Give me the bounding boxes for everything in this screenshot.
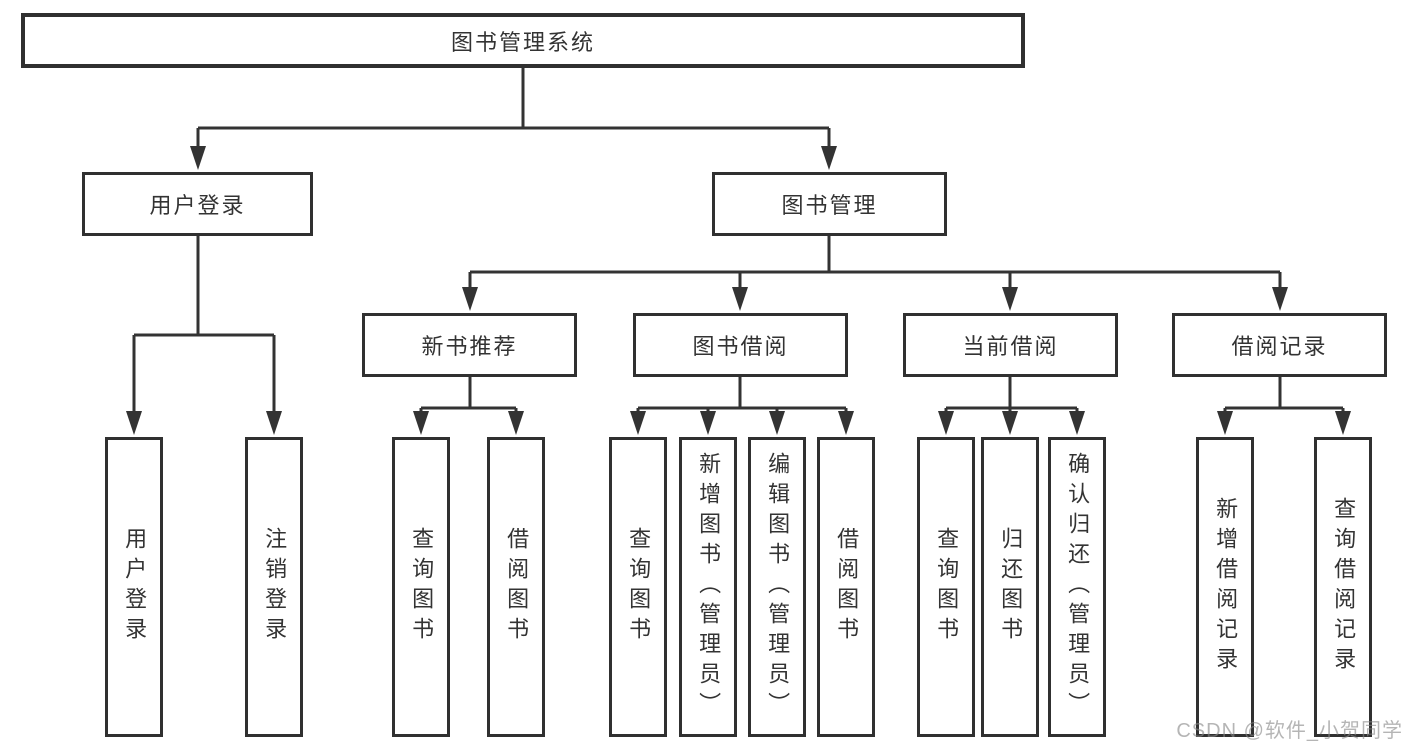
- node-current-borrowing-label: 当前借阅: [962, 334, 1059, 359]
- node-book-borrowing: 图书借阅: [633, 313, 848, 377]
- leaf-borrow-books-borrowing: 借阅图书: [817, 437, 875, 737]
- node-book-borrowing-label: 图书借阅: [692, 334, 789, 359]
- arrowhead-to-book-borrowing: [732, 287, 748, 311]
- arrowhead-to-return-books: [1002, 411, 1018, 435]
- arrowhead-to-query-borrow-record: [1335, 411, 1351, 435]
- leaf-edit-books-admin-label: 编辑图书（管理员）: [765, 452, 791, 722]
- connector-borrowing-records-split: [1223, 377, 1345, 413]
- arrowhead-to-query-books-3: [938, 411, 954, 435]
- leaf-add-books-admin: 新增图书（管理员）: [679, 437, 737, 737]
- leaf-query-books-borrowing-label: 查询图书: [626, 527, 652, 647]
- arrowhead-to-add-books: [700, 411, 716, 435]
- connector-login-split: [132, 236, 276, 412]
- arrowhead-to-borrow-books-1: [508, 411, 524, 435]
- arrowhead-to-confirm-return: [1069, 411, 1085, 435]
- leaf-return-books-label: 归还图书: [998, 527, 1024, 647]
- leaf-logout: 注销登录: [245, 437, 303, 737]
- arrowhead-to-leaf-user-login: [126, 411, 142, 435]
- leaf-borrow-books-recommend: 借阅图书: [487, 437, 545, 737]
- leaf-add-borrow-record: 新增借阅记录: [1196, 437, 1254, 737]
- leaf-return-books: 归还图书: [981, 437, 1039, 737]
- arrowhead-to-borrowing-records: [1272, 287, 1288, 311]
- connector-new-book-split: [419, 377, 518, 413]
- watermark: CSDN @软件_小贺同学: [1176, 720, 1403, 742]
- node-library-system: 图书管理系统: [21, 13, 1025, 68]
- leaf-query-books-borrowing: 查询图书: [609, 437, 667, 737]
- arrowhead-to-edit-books: [769, 411, 785, 435]
- node-current-borrowing: 当前借阅: [903, 313, 1118, 377]
- node-user-login-label: 用户登录: [149, 193, 246, 218]
- leaf-user-login: 用户登录: [105, 437, 163, 737]
- node-book-management-label: 图书管理: [781, 193, 878, 218]
- leaf-confirm-return-admin-label: 确认归还（管理员）: [1065, 452, 1091, 722]
- leaf-query-borrow-record: 查询借阅记录: [1314, 437, 1372, 737]
- connector-management-split: [468, 236, 1282, 289]
- connector-current-borrowing-split: [944, 377, 1079, 413]
- leaf-logout-label: 注销登录: [262, 527, 288, 647]
- arrowhead-to-user-login: [190, 146, 206, 170]
- node-user-login: 用户登录: [82, 172, 313, 236]
- node-borrowing-records: 借阅记录: [1172, 313, 1387, 377]
- arrowhead-to-query-books-1: [413, 411, 429, 435]
- leaf-query-books-recommend: 查询图书: [392, 437, 450, 737]
- arrowhead-to-add-borrow-record: [1217, 411, 1233, 435]
- arrowhead-to-book-management: [821, 146, 837, 170]
- leaf-user-login-label: 用户登录: [122, 527, 148, 647]
- leaf-query-books-current-label: 查询图书: [934, 527, 960, 647]
- leaf-borrow-books-recommend-label: 借阅图书: [504, 527, 530, 647]
- leaf-borrow-books-borrowing-label: 借阅图书: [834, 527, 860, 647]
- arrowhead-to-query-books-2: [630, 411, 646, 435]
- connector-book-borrowing-split: [636, 377, 848, 413]
- node-new-book-recommendation-label: 新书推荐: [421, 334, 518, 359]
- leaf-edit-books-admin: 编辑图书（管理员）: [748, 437, 806, 737]
- leaf-add-books-admin-label: 新增图书（管理员）: [696, 452, 722, 722]
- leaf-query-books-recommend-label: 查询图书: [409, 527, 435, 647]
- connector-root-split: [196, 68, 831, 147]
- leaf-add-borrow-record-label: 新增借阅记录: [1213, 497, 1239, 677]
- arrowhead-to-current-borrowing: [1002, 287, 1018, 311]
- leaf-confirm-return-admin: 确认归还（管理员）: [1048, 437, 1106, 737]
- arrowhead-to-new-book-recommendation: [462, 287, 478, 311]
- node-book-management: 图书管理: [712, 172, 947, 236]
- leaf-query-borrow-record-label: 查询借阅记录: [1331, 497, 1357, 677]
- arrowhead-to-borrow-books-2: [838, 411, 854, 435]
- leaf-query-books-current: 查询图书: [917, 437, 975, 737]
- node-library-system-label: 图书管理系统: [450, 29, 595, 55]
- node-new-book-recommendation: 新书推荐: [362, 313, 577, 377]
- arrowhead-to-leaf-logout: [266, 411, 282, 435]
- node-borrowing-records-label: 借阅记录: [1231, 334, 1328, 359]
